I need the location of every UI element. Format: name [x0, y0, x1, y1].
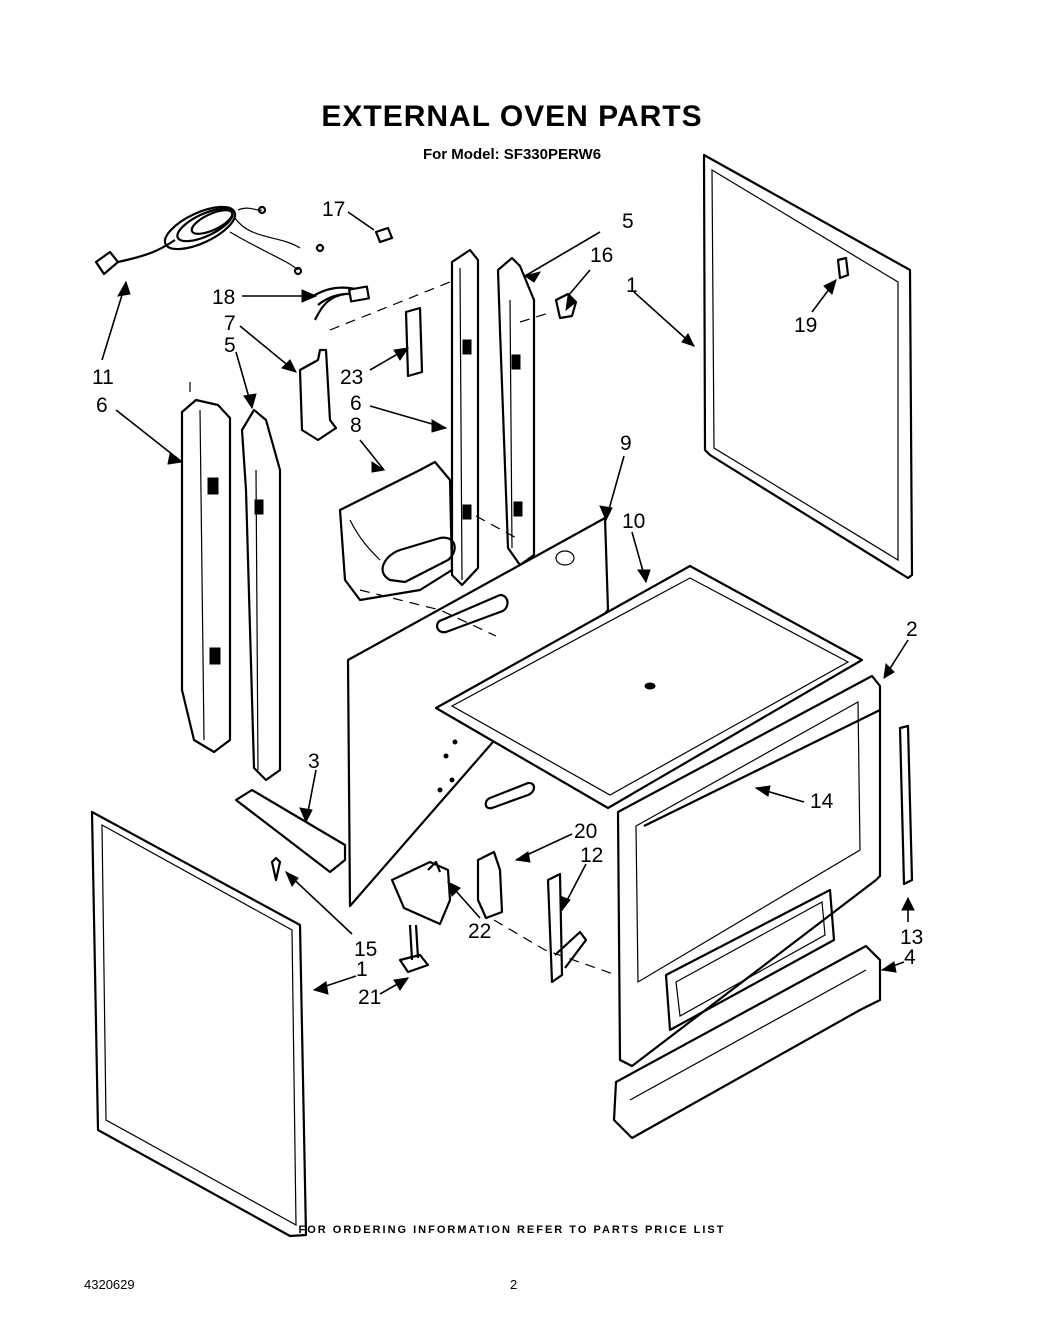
- side-channel-left: [240, 408, 282, 782]
- callout-arrowheads: [117, 271, 915, 995]
- callout-10: 10: [622, 510, 645, 533]
- callout-15: 15: [354, 938, 377, 961]
- callout-1-bottom: 1: [356, 958, 368, 981]
- callout-7: 7: [224, 312, 236, 335]
- side-channel-right: [496, 256, 536, 567]
- hinge-part-12: [554, 930, 588, 969]
- front-frame-part-2: [616, 674, 882, 1068]
- bracket-part-20: [476, 850, 504, 920]
- strip-part-13: [898, 724, 914, 886]
- side-panel-bottom: [90, 810, 308, 1238]
- callout-19: 19: [794, 314, 817, 337]
- callout-16: 16: [590, 244, 613, 267]
- assembly-guide-lines: [189, 281, 617, 976]
- screw-part-15: [270, 856, 282, 882]
- callout-22: 22: [468, 920, 491, 943]
- callout-11: 11: [92, 366, 114, 389]
- callout-8: 8: [350, 414, 362, 437]
- bracket-part-12: [546, 872, 564, 984]
- leveling-leg-part-21: [398, 924, 430, 974]
- model-subtitle: For Model: SF330PERW6: [422, 146, 602, 163]
- clip-part-22: [427, 860, 442, 873]
- callout-20: 20: [574, 820, 597, 843]
- callout-14: 14: [810, 790, 834, 813]
- kick-plate-part-4: [612, 944, 882, 1140]
- callout-5-top: 5: [622, 210, 634, 233]
- callout-6-center: 6: [350, 392, 362, 415]
- wire-harness-part: [309, 285, 371, 321]
- callout-4: 4: [904, 946, 916, 969]
- callout-3: 3: [308, 750, 320, 773]
- page-number: 2: [510, 1277, 518, 1292]
- bracket-part-7: [298, 348, 338, 442]
- document-number: 4320629: [84, 1277, 135, 1292]
- page-title: EXTERNAL OVEN PARTS: [321, 100, 703, 133]
- callout-23: 23: [340, 366, 363, 389]
- callout-17: 17: [322, 198, 345, 221]
- rear-panel-top: [702, 153, 914, 580]
- latch-part-16: [554, 292, 578, 320]
- callout-2: 2: [906, 618, 918, 641]
- leveling-bracket-part: [390, 860, 452, 926]
- strip-part-23: [404, 306, 424, 378]
- callout-1-top: 1: [626, 274, 638, 297]
- callout-6-left: 6: [96, 394, 108, 417]
- callout-13: 13: [900, 926, 923, 949]
- power-cord-part: [94, 205, 325, 276]
- callout-5-left: 5: [224, 334, 236, 357]
- bottom-rail-part-3: [234, 788, 347, 874]
- clip-part-17: [374, 226, 394, 244]
- callout-18: 18: [212, 286, 235, 309]
- callout-12: 12: [580, 844, 603, 867]
- rod-part-14: [643, 709, 881, 827]
- rear-side-frame-right: [450, 248, 480, 587]
- callout-9: 9: [620, 432, 632, 455]
- callout-21: 21: [358, 986, 381, 1009]
- ordering-info-footer: FOR ORDERING INFORMATION REFER TO PARTS …: [298, 1224, 726, 1236]
- vent-duct-part: [338, 460, 456, 602]
- callout-numbers: 17 5 16 1 18 7 5 19 11 23 6 6 8 9 10 2 3…: [92, 198, 923, 1009]
- rear-side-frame-left: [180, 398, 232, 754]
- oven-bottom-sheet: [434, 564, 864, 810]
